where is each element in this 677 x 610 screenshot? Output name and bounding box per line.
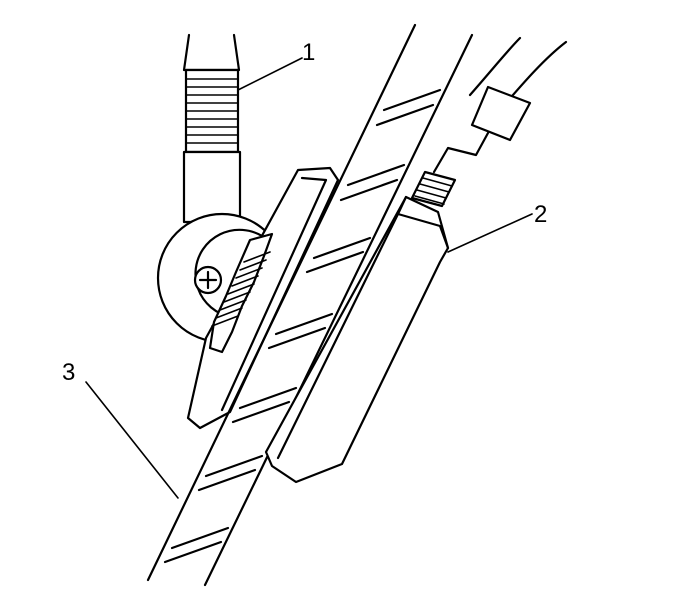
callout-2: 2: [534, 201, 547, 228]
callout-3: 3: [62, 359, 75, 386]
leader-lines: [85, 57, 533, 499]
caliper-clamp: [186, 166, 340, 430]
inclined-strap: [146, 23, 474, 587]
cable-connector: [470, 85, 532, 142]
hose-fitting: [182, 33, 242, 224]
leader-line-1: [237, 57, 303, 91]
sensor-cable: [432, 36, 568, 174]
callout-1: 1: [302, 39, 315, 66]
sensor-housing: [264, 170, 457, 484]
leader-line-2: [447, 213, 533, 253]
leader-line-3: [85, 381, 179, 499]
